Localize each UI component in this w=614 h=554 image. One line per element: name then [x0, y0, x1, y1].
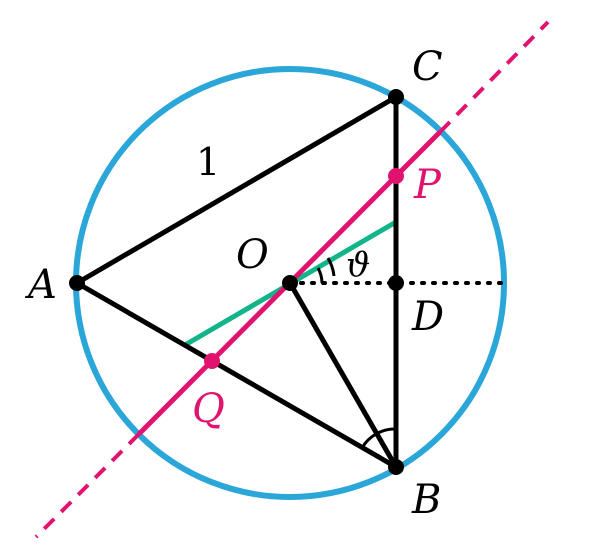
angle-theta-arc-outer: [326, 257, 336, 277]
label-q: Q: [192, 386, 225, 432]
secant-line-dashed-lower: [34, 432, 141, 539]
side-ac: [75, 94, 398, 286]
label-b: B: [411, 477, 441, 523]
label-theta: ϑ: [346, 245, 370, 285]
label-c: C: [412, 44, 443, 90]
label-d: D: [411, 294, 444, 340]
label-p: P: [413, 162, 442, 208]
point-d: [388, 275, 404, 291]
point-a: [69, 275, 85, 291]
segment-ob: [287, 281, 399, 469]
angle-b-arc: [360, 427, 397, 449]
point-o: [282, 275, 298, 291]
angle-theta-arc-inner: [316, 267, 324, 284]
label-o: O: [236, 232, 269, 278]
point-c: [388, 89, 404, 105]
point-q: [204, 353, 220, 369]
point-p: [388, 168, 404, 184]
label-side-length: 1: [196, 140, 220, 184]
secant-line-dashed-upper: [438, 20, 550, 134]
label-a: A: [24, 262, 57, 308]
side-ab: [75, 280, 398, 470]
point-b: [388, 459, 404, 475]
